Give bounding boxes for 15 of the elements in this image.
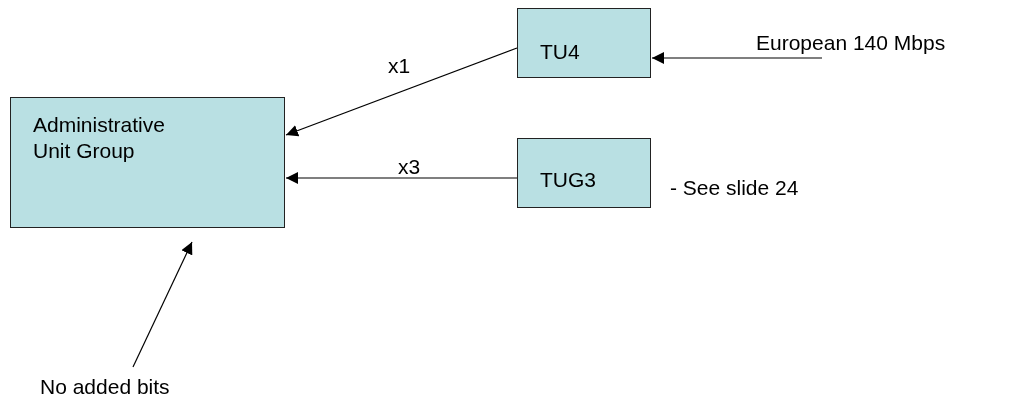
text-label: European 140 Mbps: [756, 30, 1028, 58]
process-box: [517, 138, 651, 208]
arrow: [132, 241, 193, 368]
process-box: [517, 8, 651, 78]
process-box: [10, 97, 285, 228]
arrow: [285, 172, 518, 184]
arrow: [651, 52, 823, 64]
edge-label: x3: [398, 155, 421, 179]
box-label: Administrative Unit Group: [33, 112, 166, 164]
box-label: TUG3: [540, 167, 596, 193]
text-label: No added bits: [40, 374, 234, 402]
box-label: TU4: [540, 39, 580, 65]
edge-label: x1: [388, 54, 411, 78]
arrow: [285, 47, 518, 137]
note-text: - See slide 24: [670, 176, 799, 200]
